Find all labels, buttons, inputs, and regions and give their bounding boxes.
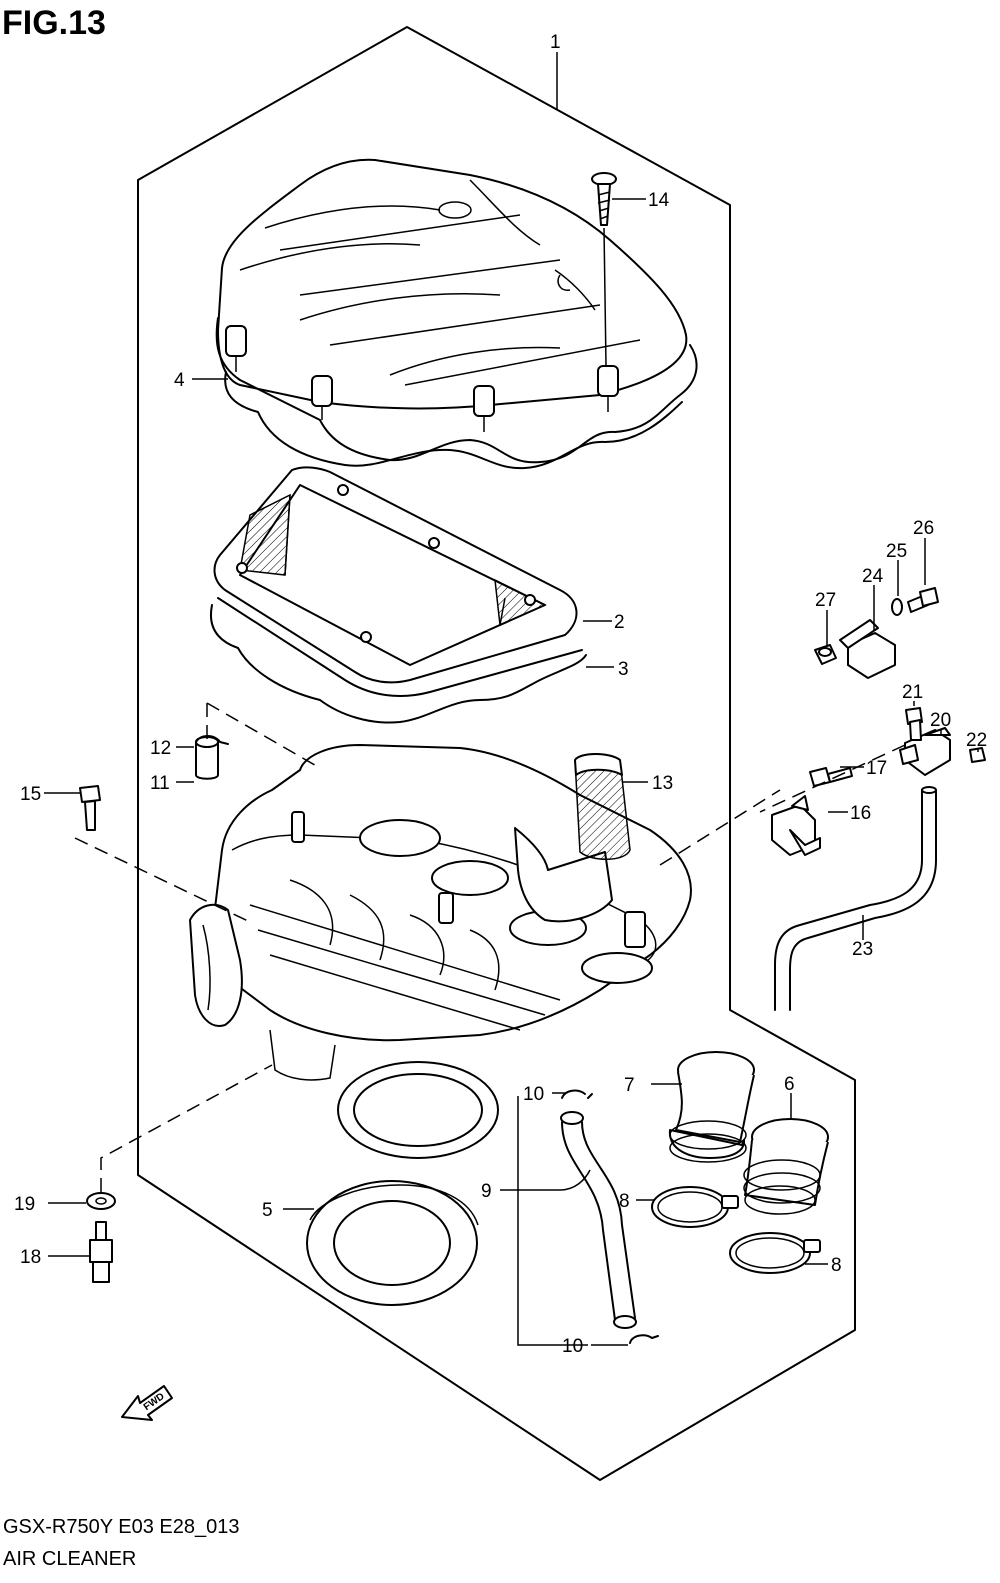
callout-14: 14 (648, 190, 670, 211)
intake-funnel-7 (668, 1051, 755, 1163)
callout-6: 6 (784, 1074, 795, 1095)
callout-20: 20 (930, 710, 951, 731)
ref-line-20 (759, 744, 906, 813)
callout-15: 15 (20, 784, 41, 805)
bolt-17 (809, 767, 853, 787)
vacuum-hose (774, 789, 923, 1011)
callout-9: 9 (481, 1181, 492, 1202)
leader-lines (44, 52, 979, 1346)
intake-funnel-6 (743, 1118, 829, 1215)
fwd-arrow: FWD (121, 1385, 173, 1421)
callout-23: 23 (852, 939, 873, 960)
callout-24: 24 (862, 566, 884, 587)
callout-12: 12 (150, 738, 171, 759)
bolt-15 (79, 785, 101, 831)
switch-18 (89, 1221, 113, 1283)
cover-seal (215, 317, 698, 464)
mesh-filter-13 (574, 753, 631, 860)
callout-18: 18 (20, 1247, 41, 1268)
callout-8b: 8 (831, 1255, 842, 1276)
callout-3: 3 (618, 659, 629, 680)
callout-16: 16 (850, 803, 871, 824)
callout-2: 2 (614, 612, 625, 633)
hose-clip-upper (561, 1089, 593, 1099)
callout-10b: 10 (562, 1336, 583, 1357)
callout-19: 19 (14, 1194, 35, 1215)
callout-17: 17 (866, 758, 887, 779)
callout-25: 25 (886, 541, 907, 562)
air-cleaner-case (189, 744, 692, 1159)
callout-26: 26 (913, 518, 934, 539)
assembly-boundary (137, 26, 856, 1481)
bolt-26 (907, 587, 939, 613)
filter-element (213, 466, 578, 684)
washer-25 (891, 598, 903, 616)
clip-12 (195, 735, 229, 745)
hose-clamp-upper (651, 1186, 739, 1228)
ref-line-16 (659, 789, 781, 866)
callout-4: 4 (174, 370, 185, 391)
bolt-21 (905, 707, 923, 741)
outlet-seal-ring (306, 1180, 479, 1306)
callout-8a: 8 (619, 1191, 630, 1212)
ref-line-15 (74, 837, 251, 923)
callout-5: 5 (262, 1200, 273, 1221)
figure-caption: AIR CLEANER (3, 1548, 137, 1570)
air-cleaner-cover (217, 158, 688, 432)
screw-14 (591, 172, 617, 226)
figure-title: FIG.13 (2, 4, 106, 42)
sensor-20 (899, 727, 951, 776)
callout-27: 27 (815, 590, 836, 611)
callout-21: 21 (902, 682, 923, 703)
model-code-label: GSX-R750Y E03 E28_013 (3, 1516, 240, 1538)
callout-7: 7 (624, 1075, 635, 1096)
hose-clamp-lower (729, 1232, 821, 1274)
callout-22: 22 (966, 730, 987, 751)
nut-27 (814, 644, 837, 665)
drain-hose (561, 1121, 616, 1321)
ref-line-12 (206, 702, 321, 769)
callout-1: 1 (550, 32, 561, 53)
washer-19 (86, 1192, 116, 1210)
callout-11: 11 (150, 773, 170, 794)
callout-13: 13 (652, 773, 673, 794)
callout-10a: 10 (523, 1084, 544, 1105)
ref-line-19 (100, 1064, 273, 1192)
element-seal (210, 604, 587, 724)
breather-tube (195, 736, 219, 780)
sensor-24 (839, 619, 896, 679)
sensor-16 (771, 795, 821, 856)
hose-clip-lower (629, 1334, 659, 1344)
